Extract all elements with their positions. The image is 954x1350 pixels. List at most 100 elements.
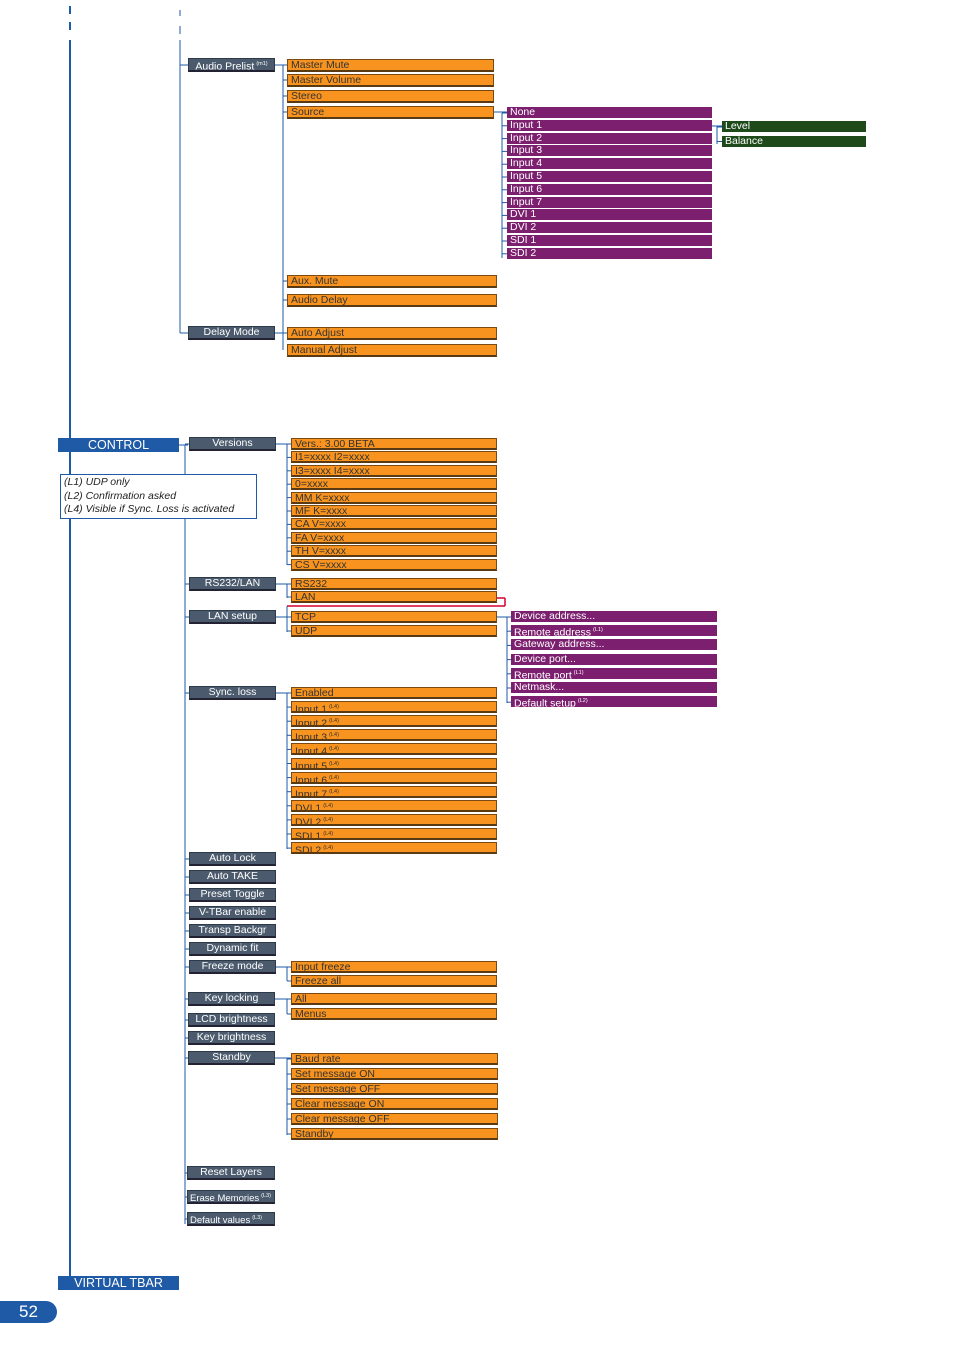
version-item: CS V=xxxx xyxy=(291,558,497,571)
menu-item-label: Level xyxy=(725,121,751,132)
menu-freeze-mode: Freeze mode xyxy=(189,960,276,974)
standby-option: Set message ON xyxy=(291,1068,498,1080)
source-option: Input 3 xyxy=(507,145,712,157)
audio-option: Master Volume xyxy=(287,74,494,87)
menu-item-label: Clear message OFF xyxy=(295,1113,390,1125)
audio-option: Source xyxy=(287,106,494,119)
delay-option: Auto Adjust xyxy=(287,327,497,340)
menu-item-label: TCP xyxy=(295,611,316,623)
standby-option: Standby xyxy=(291,1128,498,1140)
menu-item-label: Standby xyxy=(212,1051,251,1063)
menu-item-label: FA V=xxxx xyxy=(295,531,345,544)
sync-loss-item: Enabled xyxy=(291,687,497,699)
menu-audio-prelist: Audio Prelist(m1) xyxy=(188,58,275,72)
menu-item-label: Gateway address... xyxy=(514,639,605,651)
menu-simple-item: Dynamic fit xyxy=(189,942,276,956)
menu-item-label: None xyxy=(510,107,536,118)
control-header: CONTROL xyxy=(58,438,179,452)
menu-item-label: Freeze mode xyxy=(201,960,264,972)
sync-loss-item: Input 6(L4) xyxy=(291,771,497,784)
menu-item-label: Dynamic fit xyxy=(206,942,259,954)
menu-simple-item: Preset Toggle xyxy=(189,888,276,902)
version-item: I1=xxxx I2=xxxx xyxy=(291,451,497,464)
lan-setting: Remote port(L1) xyxy=(511,667,717,679)
sync-loss-item: DVI 2(L4) xyxy=(291,813,497,826)
lan-setting: Device port... xyxy=(511,653,717,665)
note-l1: (L1) UDP only xyxy=(64,476,130,488)
menu-item-label: Input 1 xyxy=(295,703,328,714)
page-number: 52 xyxy=(0,1301,57,1323)
menu-item-label: SDI 2 xyxy=(295,844,322,855)
menu-item-label: UDP xyxy=(295,625,318,637)
menu-item-label: All xyxy=(295,993,307,1005)
lan-setting: Netmask... xyxy=(511,682,717,693)
menu-bottom-item: Reset Layers xyxy=(187,1166,275,1180)
menu-item-label: Transp Backgr xyxy=(198,924,267,936)
footnote-ref: (L4) xyxy=(323,831,334,837)
menu-rs232-lan: RS232/LAN xyxy=(189,577,276,591)
note-l2: (L2) Confirmation asked xyxy=(64,489,177,502)
menu-item-label: Delay Mode xyxy=(203,326,260,338)
menu-item-label: Netmask... xyxy=(514,682,565,693)
lan-option: TCP xyxy=(291,611,497,623)
menu-item-label: SDI 2 xyxy=(510,247,537,259)
audio-option: Master Mute xyxy=(287,59,494,72)
menu-item-label: Menus xyxy=(295,1008,327,1020)
menu-item-label: TH V=xxxx xyxy=(295,545,347,558)
version-item: CA V=xxxx xyxy=(291,518,497,531)
source-option: Input 5 xyxy=(507,171,712,182)
menu-item-label: Key brightness xyxy=(196,1031,267,1043)
sync-loss-item: Input 3(L4) xyxy=(291,729,497,742)
sync-loss-item: Input 2(L4) xyxy=(291,715,497,728)
sync-loss-item: DVI 1(L4) xyxy=(291,799,497,812)
menu-simple-item: Auto Lock xyxy=(189,852,276,866)
menu-item-label: Audio Delay xyxy=(291,294,348,306)
footnote-ref: (L2) xyxy=(577,698,588,705)
input-sub-option: Balance xyxy=(722,135,866,147)
menu-item-label: Input 3 xyxy=(510,145,543,157)
menu-item-label: LAN xyxy=(295,591,316,603)
menu-item-label: Audio Prelist xyxy=(195,60,255,72)
sync-loss-item: Input 7(L4) xyxy=(291,785,497,798)
menu-simple-item: Auto TAKE xyxy=(189,870,276,884)
delay-option: Manual Adjust xyxy=(287,344,497,357)
menu-item-label: MF K=xxxx xyxy=(295,505,348,517)
source-option: Input 4 xyxy=(507,158,712,170)
freeze-option: Freeze all xyxy=(291,975,497,987)
menu-item-label: Input 4 xyxy=(510,158,543,170)
menu-versions: Versions xyxy=(189,437,276,451)
menu-item-label: CONTROL xyxy=(87,438,150,452)
footnote-ref: (L4) xyxy=(323,816,334,823)
sync-loss-item: Input 1(L4) xyxy=(291,701,497,714)
menu-item-label: Key locking xyxy=(204,992,259,1004)
menu-item-label: Source xyxy=(291,106,325,118)
key-locking-option: Menus xyxy=(291,1008,497,1020)
menu-item-label: Input 2 xyxy=(510,132,543,144)
footnote-ref: (L1) xyxy=(573,669,584,676)
menu-item-label: SDI 1 xyxy=(510,235,537,246)
footnote-ref: (L4) xyxy=(323,802,334,809)
footnote-ref: (L3) xyxy=(261,1193,271,1199)
menu-item-label: Baud rate xyxy=(295,1053,341,1065)
freeze-option: Input freeze xyxy=(291,961,497,973)
menu-item-label: SDI 1 xyxy=(295,830,322,840)
footnote-ref: (L1) xyxy=(593,627,603,634)
menu-item-label: Default setup xyxy=(514,697,576,708)
menu-item-label: Sync. loss xyxy=(208,686,257,698)
menu-item-label: Auto Adjust xyxy=(291,327,345,339)
note-l4: (L4) Visible if Sync. Loss is activated xyxy=(64,503,235,515)
source-option: SDI 2 xyxy=(507,247,712,259)
menu-item-label: LCD brightness xyxy=(195,1013,268,1025)
menu-item-label: VIRTUAL TBAR xyxy=(74,1276,163,1290)
menu-item-label: Preset Toggle xyxy=(200,888,265,900)
menu-item-label: Freeze all xyxy=(295,975,342,987)
source-option: Input 2 xyxy=(507,132,712,144)
menu-item-label: Manual Adjust xyxy=(291,344,357,356)
source-option: None xyxy=(507,107,712,118)
footnote-ref: (L3) xyxy=(252,1215,262,1221)
menu-delay-mode: Delay Mode xyxy=(188,326,275,340)
version-item: Vers.: 3.00 BETA xyxy=(291,438,497,450)
menu-item-label: Input 5 xyxy=(510,171,543,182)
menu-item-label: Input 5 xyxy=(295,760,328,770)
menu-item-label: MM K=xxxx xyxy=(295,491,350,504)
